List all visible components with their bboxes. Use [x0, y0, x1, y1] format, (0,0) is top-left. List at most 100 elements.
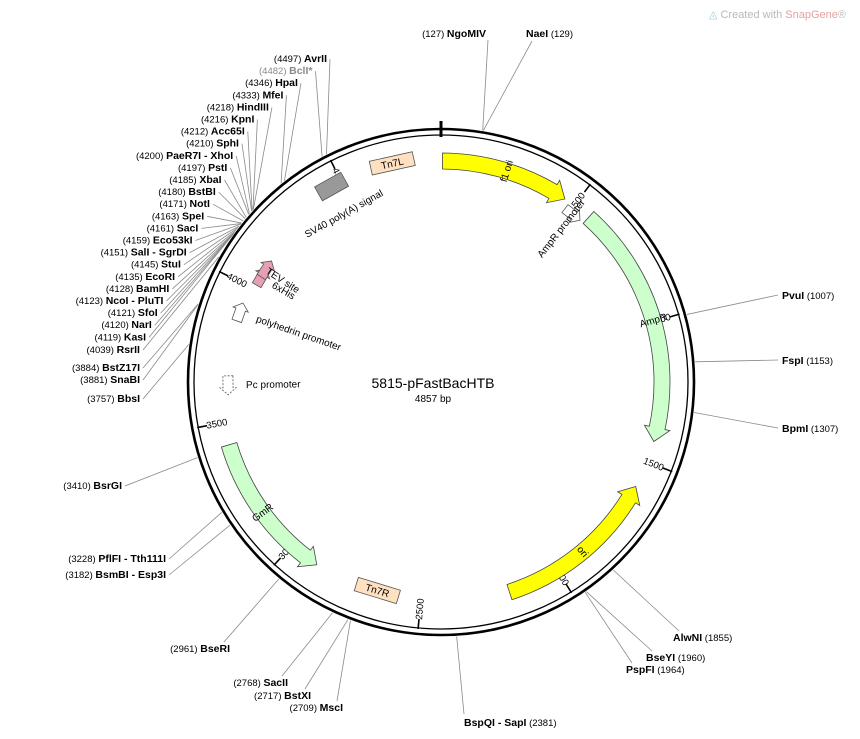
site-nari: (4120) NarI	[101, 319, 152, 331]
leader-line-naei	[483, 40, 533, 131]
tick-4500	[329, 159, 336, 170]
leader-line-pspfi	[584, 592, 633, 664]
site-hpai: (4346) HpaI	[245, 77, 298, 89]
leader-line-kpni	[252, 119, 258, 210]
site-stui: (4145) StuI	[131, 259, 181, 271]
leader-line-xbai	[224, 179, 247, 218]
site-label-sfoi: (4121) SfoI	[108, 307, 158, 319]
feature-shape-f1-ori	[441, 152, 566, 204]
site-psti: (4197) PstI	[178, 162, 227, 174]
snapgene-logo-icon: ◬	[709, 9, 718, 21]
site-hindiii: (4218) HindIII	[207, 101, 269, 113]
site-bstxi: (2717) BstXI	[254, 690, 311, 702]
leader-line-bstz17i	[142, 303, 199, 369]
site-snabi: (3881) SnaBI	[80, 374, 140, 386]
site-label-snabi: (3881) SnaBI	[80, 374, 140, 386]
site-sphi: (4210) SphI	[186, 138, 239, 150]
site-ncoi-pluti: (4123) NcoI - PluTI	[76, 295, 164, 307]
site-bstbi: (4180) BstBI	[158, 186, 216, 198]
site-paer7i-xhoi: (4200) PaeR7I - XhoI	[136, 150, 233, 162]
site-label-hpai: (4346) HpaI	[245, 77, 298, 89]
tick-label-3500: 3500	[206, 417, 229, 432]
leader-line-psti	[229, 167, 250, 215]
site-label-saci: (4161) SacI	[147, 222, 199, 234]
feature-shape-ampr	[582, 210, 671, 443]
site-label-sphi: (4210) SphI	[186, 138, 239, 150]
site-kasi: (4119) KasI	[94, 331, 146, 343]
leader-line-avrii	[326, 58, 331, 155]
leader-line-bspqi-sapi	[456, 636, 465, 715]
site-pspfi: PspFI (1964)	[626, 664, 685, 676]
site-label-msci: (2709) MscI	[290, 702, 344, 714]
site-bstz17i: (3884) BstZ17I	[72, 362, 140, 374]
leader-line-stui	[183, 227, 239, 266]
site-label-noti: (4171) NotI	[159, 198, 210, 210]
site-label-bbsi: (3757) BbsI	[87, 393, 140, 405]
leader-line-bstbi	[218, 191, 246, 219]
feature-gmr: GmR	[220, 442, 318, 568]
site-avrii: (4497) AvrII	[274, 53, 327, 65]
leader-line-bpmi	[694, 412, 779, 429]
leader-line-rsrii	[142, 256, 220, 351]
site-pflfi-tth111i: (3228) PflFI - Tth111I	[68, 553, 166, 565]
site-label-stui: (4145) StuI	[131, 259, 181, 271]
site-label-eco53ki: (4159) Eco53kI	[123, 235, 193, 247]
watermark-prefix: Created with	[720, 9, 786, 21]
site-spei: (4163) SpeI	[152, 210, 204, 222]
feature-sv40-poly-a-signal: SV40 poly(A) signal	[303, 171, 385, 241]
site-label-alwni: AlwNI (1855)	[673, 632, 732, 644]
site-bpmi: BpmI (1307)	[782, 423, 838, 435]
site-label-kpni: (4216) KpnI	[201, 114, 255, 126]
leader-line-ecori	[177, 230, 237, 278]
leader-line-nari	[154, 234, 234, 326]
leader-line-ngomiv	[482, 39, 489, 131]
site-label-psti: (4197) PstI	[178, 162, 227, 174]
plasmid-name: 5815-pFastBacHTB	[372, 375, 495, 391]
site-eco53ki: (4159) Eco53kI	[123, 235, 193, 247]
site-label-pflfi-tth111i: (3228) PflFI - Tth111I	[68, 553, 166, 565]
tick-2000	[565, 583, 573, 594]
site-mfei: (4333) MfeI	[232, 89, 283, 101]
site-bcli: (4482) BclI*	[259, 65, 313, 77]
tick-3000	[273, 557, 282, 566]
site-label-bsrgi: (3410) BsrGI	[63, 480, 122, 492]
site-label-bamhi: (4128) BamHI	[106, 283, 169, 295]
leader-line-hpai	[284, 83, 302, 181]
feature-shape-tev-site	[256, 260, 276, 281]
watermark-suffix: ®	[837, 9, 846, 21]
site-label-bcli: (4482) BclI*	[259, 65, 313, 77]
feature-ori: ori	[506, 486, 641, 601]
feature-polyhedrin-promoter: polyhedrin promoter	[231, 302, 343, 354]
site-label-ecori: (4135) EcoRI	[115, 271, 175, 283]
tick-1000	[669, 313, 680, 318]
site-bamhi: (4128) BamHI	[106, 283, 169, 295]
tick-3500	[197, 424, 208, 429]
site-bbsi: (3757) BbsI	[87, 393, 140, 405]
feature-tn7l: Tn7L	[368, 151, 416, 176]
site-label-fspi: FspI (1153)	[782, 355, 833, 367]
site-label-naei: NaeI (129)	[526, 28, 573, 40]
site-bsrgi: (3410) BsrGI	[63, 480, 122, 492]
feature-shape-tn7l	[368, 151, 416, 176]
tick-1500	[662, 467, 673, 473]
site-label-paer7i-xhoi: (4200) PaeR7I - XhoI	[136, 150, 233, 162]
site-leader-lines	[124, 39, 779, 715]
center-title: 5815-pFastBacHTB 4857 bp	[372, 375, 495, 405]
leader-line-sacii	[281, 612, 333, 677]
site-label-sacii: (2768) SacII	[233, 677, 288, 689]
feature-label-polyhedrin-promoter: polyhedrin promoter	[255, 314, 343, 354]
site-sfoi: (4121) SfoI	[108, 307, 158, 319]
site-alwni: AlwNI (1855)	[673, 632, 732, 644]
tick-500	[583, 183, 592, 193]
feature-pc-promoter: Pc promoter	[218, 375, 301, 396]
site-ecori: (4135) EcoRI	[115, 271, 175, 283]
leader-line-bsmbi-esp3i	[168, 524, 231, 576]
tick-2500	[417, 618, 420, 630]
site-label-sali-sgrdi: (4151) SalI - SgrDI	[101, 247, 187, 259]
tick-label-2500: 2500	[414, 598, 427, 620]
site-label-bseri: (2961) BseRI	[170, 643, 230, 655]
leader-line-bseyi	[585, 591, 653, 652]
site-label-pspfi: PspFI (1964)	[626, 664, 685, 676]
site-naei: NaeI (129)	[526, 28, 573, 40]
site-label-spei: (4163) SpeI	[152, 210, 204, 222]
